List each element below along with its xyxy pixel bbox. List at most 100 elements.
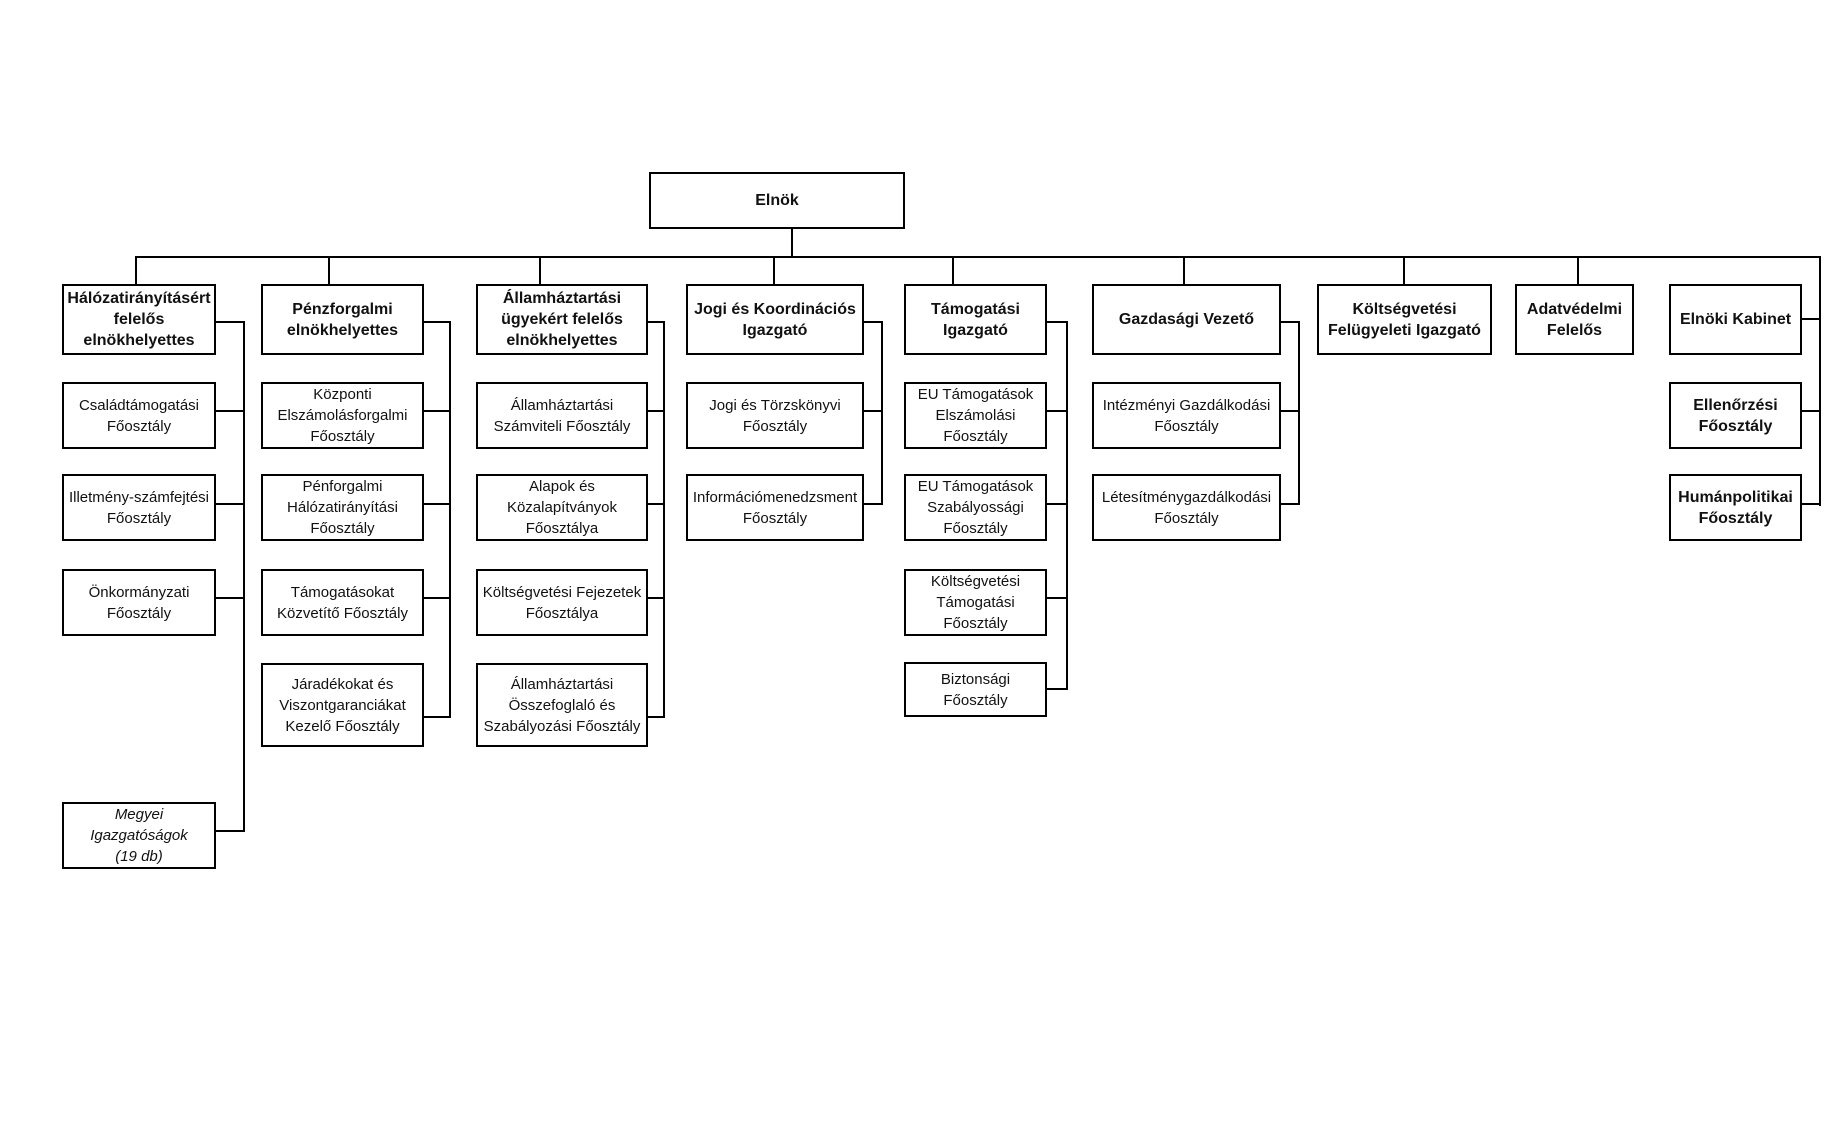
connector-line: [243, 321, 245, 832]
connector-line: [647, 321, 665, 323]
org-box-elnok: Elnök: [649, 172, 905, 229]
org-box-kozponti-elszamolasforgalmi-foosztaly: Központi Elszámolásforgalmi Főosztály: [261, 382, 424, 449]
connector-line: [423, 410, 451, 412]
box-label: Költségvetési Támogatási Főosztály: [930, 573, 1021, 632]
org-box-koltsegvetesi-igazgato: Költségvetési Felügyeleti Igazgató: [1317, 284, 1492, 355]
org-box-csaladtamogatasi-foosztaly: Családtámogatási Főosztály: [62, 382, 216, 449]
connector-line: [1403, 256, 1405, 286]
box-label: Adatvédelmi Felelős: [1526, 300, 1623, 339]
connector-line: [1046, 410, 1068, 412]
connector-line: [1298, 321, 1300, 505]
connector-line: [135, 256, 137, 286]
connector-line: [423, 716, 451, 718]
box-label: Pénforgalmi Hálózatirányítási Főosztály: [287, 478, 398, 537]
box-label: Pénzforgalmi elnökhelyettes: [286, 300, 399, 339]
org-box-koltsegvetesi-fejezetek-foosztalya: Költségvetési Fejezetek Főosztálya: [476, 569, 648, 636]
connector-line: [881, 321, 883, 505]
connector-line: [1577, 256, 1579, 286]
connector-line: [423, 597, 451, 599]
connector-line: [863, 321, 883, 323]
connector-line: [1066, 321, 1068, 690]
connector-line: [1819, 256, 1821, 506]
org-box-gazdasagi-vezeto: Gazdasági Vezető: [1092, 284, 1281, 355]
connector-line: [135, 256, 1821, 258]
org-box-halozatiranyitasi-elnokhelyettes: Hálózatirányításért felelős elnökhelyett…: [62, 284, 216, 355]
connector-line: [773, 256, 775, 286]
connector-line: [328, 256, 330, 286]
connector-line: [215, 321, 245, 323]
box-label: Jogi és Koordinációs Igazgató: [694, 300, 856, 339]
box-label: Családtámogatási Főosztály: [78, 396, 200, 435]
connector-line: [1280, 503, 1300, 505]
connector-line: [1801, 410, 1821, 412]
connector-line: [647, 503, 665, 505]
org-box-tamogatasokat-kozvetito-foosztaly: Támogatásokat Közvetítő Főosztály: [261, 569, 424, 636]
org-box-ellenorzesi-foosztaly: Ellenőrzési Főosztály: [1669, 382, 1802, 449]
connector-line: [449, 321, 451, 718]
org-box-allamhaztartasi-elnokhelyettes: Államháztartási ügyekért felelős elnökhe…: [476, 284, 648, 355]
connector-line: [647, 597, 665, 599]
box-label: Államháztartási Összefoglaló és Szabályo…: [483, 675, 641, 735]
connector-line: [647, 410, 665, 412]
connector-line: [1046, 321, 1068, 323]
connector-line: [1280, 321, 1300, 323]
box-label: Létesítménygazdálkodási Főosztály: [1101, 488, 1272, 527]
connector-line: [791, 228, 793, 258]
connector-line: [423, 321, 451, 323]
box-label: Biztonsági Főosztály: [940, 670, 1011, 709]
connector-line: [1280, 410, 1300, 412]
box-label: Intézményi Gazdálkodási Főosztály: [1102, 396, 1271, 435]
box-label: EU Támogatások Elszámolási Főosztály: [917, 386, 1034, 445]
org-box-elnoki-kabinet: Elnöki Kabinet: [1669, 284, 1802, 355]
org-box-letesitmenygazdalkodasi-foosztaly: Létesítménygazdálkodási Főosztály: [1092, 474, 1281, 541]
box-label: Költségvetési Felügyeleti Igazgató: [1328, 300, 1481, 339]
org-box-biztonsagi-foosztaly: Biztonsági Főosztály: [904, 662, 1047, 717]
connector-line: [215, 597, 245, 599]
box-label: Központi Elszámolásforgalmi Főosztály: [277, 386, 408, 445]
org-box-koltsegvetesi-tamogatasi-foosztaly: Költségvetési Támogatási Főosztály: [904, 569, 1047, 636]
box-label: Gazdasági Vezető: [1118, 311, 1255, 328]
box-label: Információmenedzsment Főosztály: [692, 488, 858, 527]
box-label: Járadékokat és Viszontgaranciákat Kezelő…: [279, 675, 406, 735]
org-box-eu-tamogatasok-elszamolasi-foosztaly: EU Támogatások Elszámolási Főosztály: [904, 382, 1047, 449]
connector-line: [863, 503, 883, 505]
connector-line: [1801, 318, 1821, 320]
connector-line: [215, 410, 245, 412]
box-label: Támogatásokat Közvetítő Főosztály: [277, 583, 408, 622]
box-label: Illetmény-számfejtési Főosztály: [68, 488, 210, 527]
connector-line: [539, 256, 541, 286]
connector-line: [663, 321, 665, 718]
connector-line: [952, 256, 954, 286]
connector-line: [215, 830, 245, 832]
org-box-informaciomenedzsment-foosztaly: Információmenedzsment Főosztály: [686, 474, 864, 541]
org-box-intezmenyi-gazdalkodasi-foosztaly: Intézményi Gazdálkodási Főosztály: [1092, 382, 1281, 449]
box-label: Hálózatirányításért felelős elnökhelyett…: [67, 290, 211, 349]
connector-line: [1046, 503, 1068, 505]
box-label: Államháztartási Számviteli Főosztály: [493, 396, 631, 435]
box-label: Elnök: [755, 192, 799, 209]
org-box-penforgalmi-halozatiranyitasi-foosztaly: Pénforgalmi Hálózatirányítási Főosztály: [261, 474, 424, 541]
box-label: Támogatási Igazgató: [931, 300, 1020, 339]
connector-line: [1801, 503, 1821, 505]
org-box-allamhaztartasi-osszefoglalo-foosztaly: Államháztartási Összefoglaló és Szabályo…: [476, 663, 648, 747]
org-box-megyei-igazgatosagok: Megyei Igazgatóságok (19 db): [62, 802, 216, 869]
org-box-tamogatasi-igazgato: Támogatási Igazgató: [904, 284, 1047, 355]
connector-line: [1046, 597, 1068, 599]
org-box-humanpolitikai-foosztaly: Humánpolitikai Főosztály: [1669, 474, 1802, 541]
box-label: Alapok és Közalapítványok Főosztálya: [506, 478, 618, 537]
box-label: Államháztartási ügyekért felelős elnökhe…: [501, 290, 623, 349]
box-label: Jogi és Törzskönyvi Főosztály: [709, 396, 841, 435]
org-box-alapok-kozalapitvanyok-foosztalya: Alapok és Közalapítványok Főosztálya: [476, 474, 648, 541]
connector-line: [863, 410, 883, 412]
box-label: EU Támogatások Szabályossági Főosztály: [917, 478, 1034, 537]
connector-line: [1183, 256, 1185, 286]
org-box-penzforgalmi-elnokhelyettes: Pénzforgalmi elnökhelyettes: [261, 284, 424, 355]
box-label: Önkormányzati Főosztály: [88, 583, 190, 622]
connector-line: [1046, 688, 1068, 690]
box-label: Megyei Igazgatóságok (19 db): [90, 806, 188, 865]
org-box-jaradekokat-kezelo-foosztaly: Járadékokat és Viszontgaranciákat Kezelő…: [261, 663, 424, 747]
org-box-onkormanyzati-foosztaly: Önkormányzati Főosztály: [62, 569, 216, 636]
connector-line: [647, 716, 665, 718]
org-box-jogi-torzskonyvi-foosztaly: Jogi és Törzskönyvi Főosztály: [686, 382, 864, 449]
